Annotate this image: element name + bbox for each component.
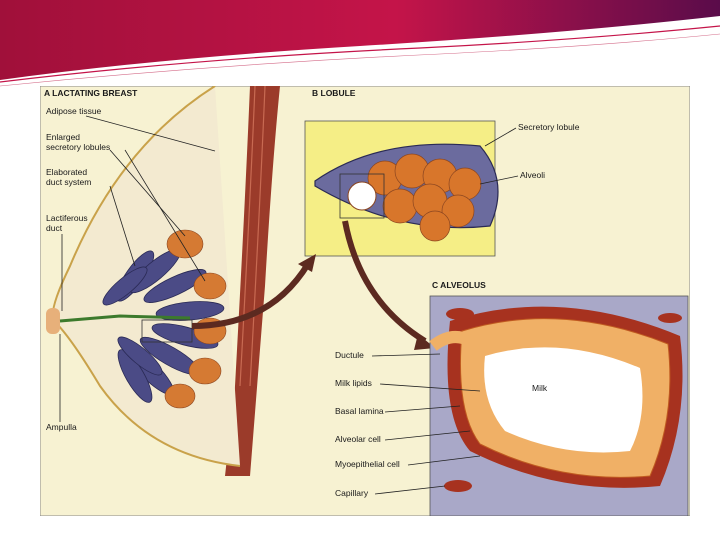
banner-swoosh <box>0 0 720 80</box>
header-banner <box>0 0 720 90</box>
label-basal-lamina: Basal lamina <box>335 406 384 416</box>
nipple <box>46 308 60 334</box>
label-lactiferous-duct-2: duct <box>46 223 63 233</box>
label-capillary: Capillary <box>335 488 369 498</box>
label-secretory-lobule: Secretory lobule <box>518 122 580 132</box>
label-ampulla: Ampulla <box>46 422 77 432</box>
panel-c-alveolus <box>430 296 688 516</box>
breast-anatomy-figure: A LACTATING BREAST Adipose tissue Enlarg… <box>40 86 690 516</box>
label-adipose-tissue: Adipose tissue <box>46 106 102 116</box>
label-myoepithelial-cell: Myoepithelial cell <box>335 459 400 469</box>
label-alveolar-cell: Alveolar cell <box>335 434 381 444</box>
label-milk: Milk <box>532 383 548 393</box>
panel-b-heading: B LOBULE <box>312 88 356 98</box>
alveolus-highlight <box>348 182 376 210</box>
label-elaborated-duct-2: duct system <box>46 177 91 187</box>
label-enlarged-lobules-2: secretory lobules <box>46 142 110 152</box>
label-elaborated-duct-1: Elaborated <box>46 167 87 177</box>
label-ductule: Ductule <box>335 350 364 360</box>
panel-b-lobule <box>305 121 498 256</box>
panel-a-heading: A LACTATING BREAST <box>44 88 138 98</box>
label-milk-lipids: Milk lipids <box>335 378 372 388</box>
label-lactiferous-duct-1: Lactiferous <box>46 213 88 223</box>
label-alveoli: Alveoli <box>520 170 545 180</box>
label-enlarged-lobules-1: Enlarged <box>46 132 80 142</box>
panel-c-heading: C ALVEOLUS <box>432 280 486 290</box>
